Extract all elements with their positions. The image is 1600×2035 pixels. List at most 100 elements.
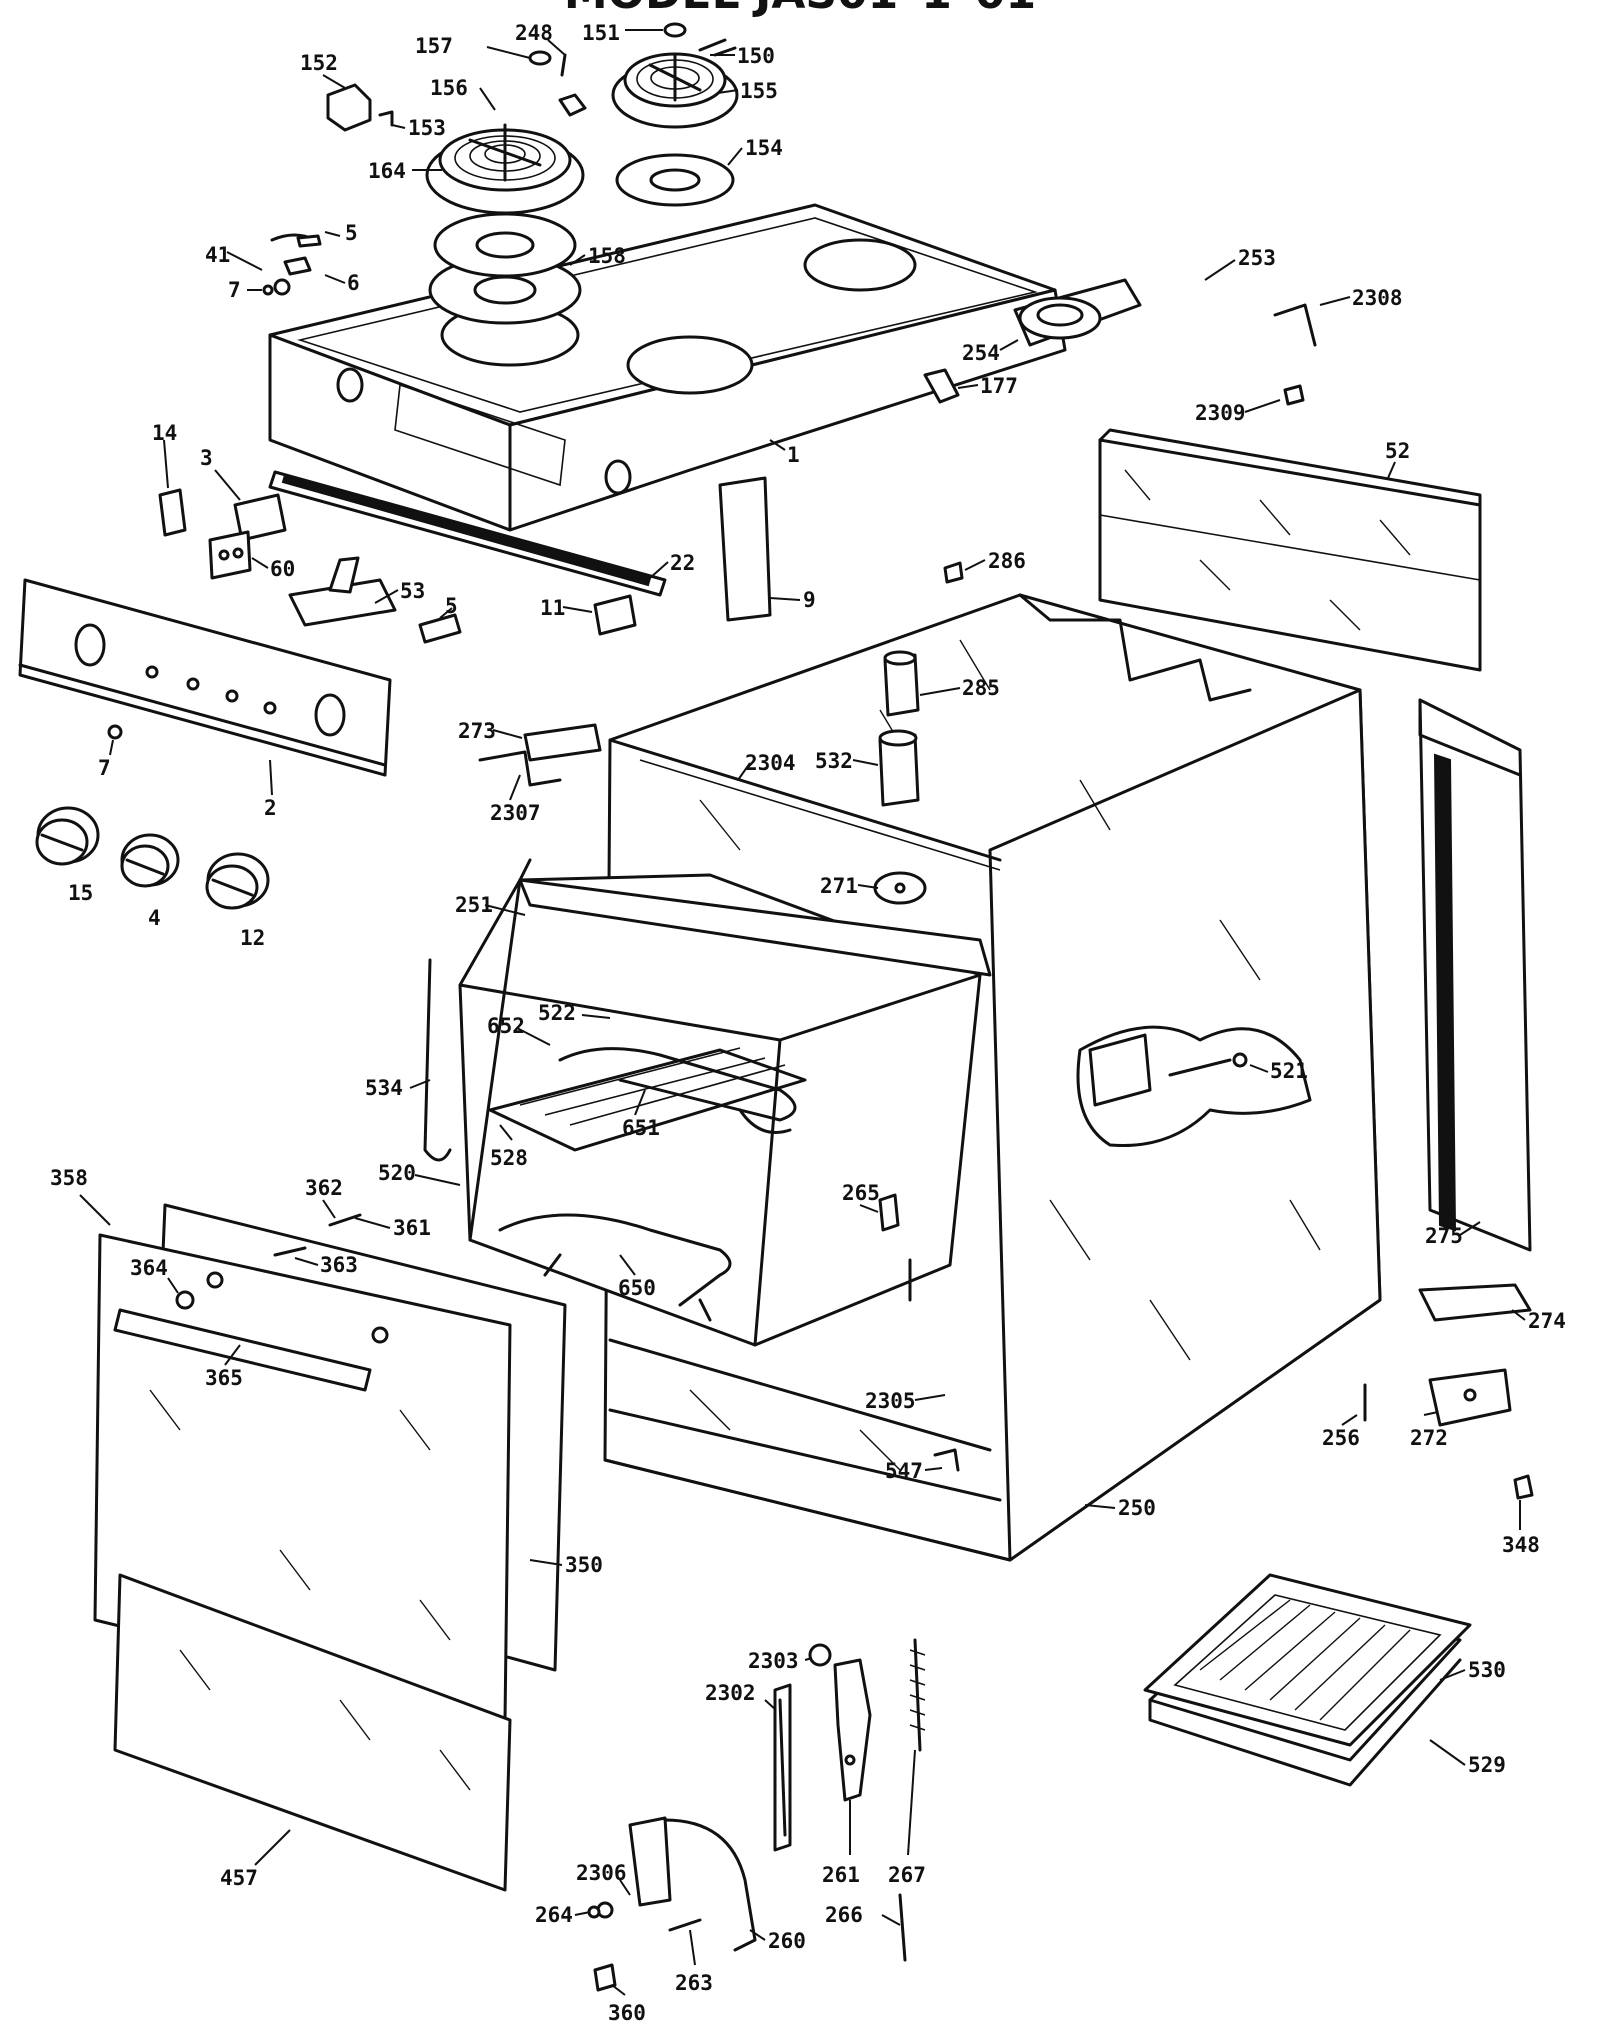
storage-drawer [113,1573,512,1892]
vent-duct [923,278,1317,406]
control-panel-front [18,578,392,777]
callout-265: 265 [842,1181,880,1205]
callout-250: 250 [1118,1496,1156,1520]
broiler-pan [1143,1573,1472,1787]
callout-652: 652 [487,1014,525,1038]
callout-254: 254 [962,341,1000,365]
callout-267: 267 [888,1863,926,1887]
callout-362: 362 [305,1176,343,1200]
surface-element-small [611,22,739,207]
oven-liner [423,858,992,1347]
callout-266: 266 [825,1903,863,1927]
callout-361: 361 [393,1216,431,1240]
callout-651: 651 [622,1116,660,1140]
callout-1: 1 [787,443,800,467]
callout-256: 256 [1322,1426,1360,1450]
callout-360: 360 [608,2001,646,2025]
callout-547: 547 [885,1459,923,1483]
callout-286: 286 [988,549,1026,573]
control-trim [158,470,772,644]
callout-7-top: 7 [228,278,241,302]
callout-152: 152 [300,51,338,75]
leader-lines [79,29,1526,1996]
callout-253: 253 [1238,246,1276,270]
callout-285: 285 [962,676,1000,700]
callout-363: 363 [320,1253,358,1277]
callout-272: 272 [1410,1426,1448,1450]
callout-156: 156 [430,76,468,100]
callout-22: 22 [670,551,695,575]
callout-358: 358 [50,1166,88,1190]
callout-2: 2 [264,796,277,820]
callout-153: 153 [408,116,446,140]
callout-264: 264 [535,1903,573,1927]
callout-12: 12 [240,926,265,950]
callout-14: 14 [152,421,177,445]
callout-2309: 2309 [1195,401,1246,425]
callout-2305: 2305 [865,1389,916,1413]
callout-52: 52 [1385,439,1410,463]
callout-177: 177 [980,374,1018,398]
callout-2304: 2304 [745,751,796,775]
callout-11: 11 [540,596,565,620]
callout-275: 275 [1425,1224,1463,1248]
callout-263: 263 [675,1971,713,1995]
terminal-block [933,1368,1534,1500]
callout-164: 164 [368,159,406,183]
callout-520: 520 [378,1161,416,1185]
callout-5-top: 5 [345,221,358,245]
callout-41: 41 [205,243,230,267]
callout-5-mid: 5 [445,594,458,618]
callout-261: 261 [822,1863,860,1887]
callout-529: 529 [1468,1753,1506,1777]
callout-271: 271 [820,874,858,898]
callout-53: 53 [400,579,425,603]
callout-4: 4 [148,906,161,930]
callout-650: 650 [618,1276,656,1300]
callout-528: 528 [490,1146,528,1170]
callout-157: 157 [415,34,453,58]
callout-15: 15 [68,881,93,905]
callout-6: 6 [347,271,360,295]
callout-457: 457 [220,1866,258,1890]
callout-9: 9 [803,588,816,612]
callout-154: 154 [745,136,783,160]
callout-2308: 2308 [1352,286,1403,310]
callout-2306: 2306 [576,1861,627,1885]
callout-350: 350 [565,1553,603,1577]
control-knobs [35,724,270,910]
callout-521: 521 [1270,1059,1308,1083]
callout-348: 348 [1502,1533,1540,1557]
door-hinges [587,1638,926,1992]
oven-door [93,1203,567,1722]
model-title: MODEL JAS01*1*01 [564,0,1036,19]
callout-2303: 2303 [748,1649,799,1673]
callout-530: 530 [1468,1658,1506,1682]
callout-534: 534 [365,1076,403,1100]
callout-2307: 2307 [490,801,541,825]
callout-7-mid: 7 [98,756,111,780]
callout-273: 273 [458,719,496,743]
callout-151: 151 [582,21,620,45]
cooktop [268,203,1067,532]
callout-155: 155 [740,79,778,103]
callout-2302: 2302 [705,1681,756,1705]
callout-3: 3 [200,446,213,470]
callout-158: 158 [588,244,626,268]
callout-251: 251 [455,893,493,917]
callout-150: 150 [737,44,775,68]
callout-260: 260 [768,1929,806,1953]
callout-522: 522 [538,1001,576,1025]
backsplash-panel [1098,428,1482,672]
callout-532: 532 [815,749,853,773]
callout-364: 364 [130,1256,168,1280]
callout-labels: 248 151 157 150 152 156 155 153 154 164 … [50,21,1566,2025]
callout-365: 365 [205,1366,243,1390]
callout-274: 274 [1528,1309,1566,1333]
side-trim [1418,698,1532,1322]
surface-element-large [425,123,585,325]
callout-60: 60 [270,557,295,581]
callout-248: 248 [515,21,553,45]
